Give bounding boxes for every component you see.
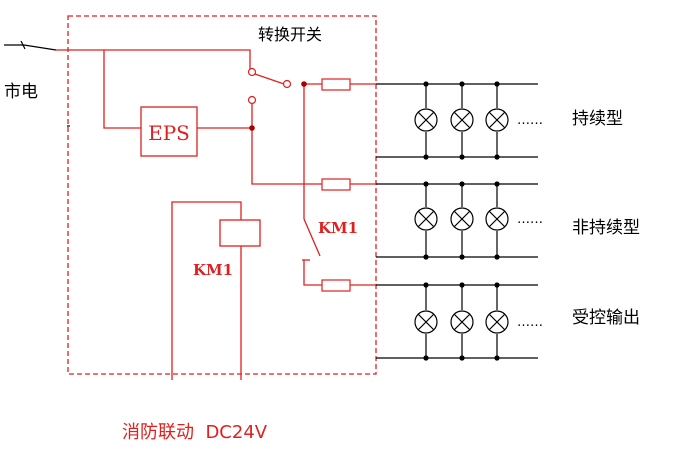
lamp	[414, 310, 438, 334]
fuse-continuous	[321, 78, 351, 91]
km1-contact-label: KM1	[318, 219, 358, 237]
fuse-outputs	[350, 83, 376, 286]
lamp	[450, 310, 474, 334]
ellipsis-controlled: ……	[517, 315, 543, 330]
lamp	[485, 310, 509, 334]
mains-label: 市电	[4, 82, 38, 102]
group-label-continuous: 持续型	[572, 109, 623, 129]
lamp	[485, 108, 509, 132]
mains-input-symbol	[4, 40, 70, 127]
fire-linkage-label: 消防联动 DC24V	[122, 422, 268, 443]
fuses	[321, 78, 351, 292]
lamp-group-continuous	[414, 81, 509, 160]
output-buses	[376, 83, 538, 359]
ellipsis-non-continuous: ……	[517, 212, 543, 227]
lamp	[450, 207, 474, 231]
group-label-non-continuous: 非持续型	[572, 218, 640, 238]
km1-coil-label: KM1	[193, 261, 233, 279]
group-label-controlled: 受控输出	[572, 308, 640, 328]
fuse-controlled	[321, 279, 351, 292]
eps-label: EPS	[148, 121, 190, 145]
lamp-group-controlled	[414, 282, 509, 361]
fuse-non-continuous	[321, 178, 351, 191]
lamp	[414, 207, 438, 231]
ellipsis-continuous: ……	[517, 113, 543, 128]
lamp-group-non-continuous	[414, 181, 509, 260]
lamp	[414, 108, 438, 132]
lamp	[485, 207, 509, 231]
eps-unit-box	[140, 106, 198, 157]
internal-wiring	[56, 49, 322, 380]
transfer-switch-contacts	[247, 67, 307, 131]
km1-coil	[219, 219, 261, 247]
transfer-switch-label: 转换开关	[258, 25, 322, 44]
lamp	[450, 108, 474, 132]
eps-enclosure-boundary	[67, 15, 377, 375]
